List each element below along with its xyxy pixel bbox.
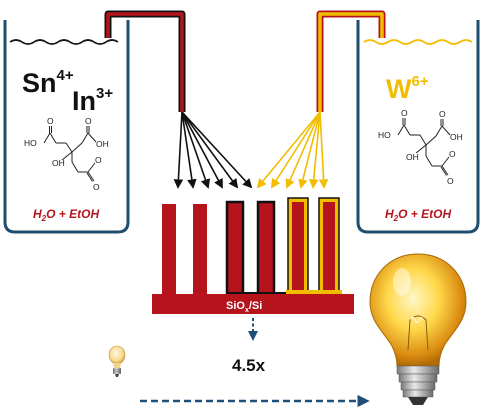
spray-arrow [181,111,211,189]
chem-label-o3-right: O [449,149,456,159]
ion-sn: Sn4+ [22,67,74,98]
spray-arrow [181,111,239,189]
solvent-label-right: H2O + EtOH [385,207,451,223]
coated-pillar [256,200,276,298]
chem-label-o3-left: O [95,155,102,165]
spray-arrow [181,111,197,189]
citric-acid-structure-right [397,118,451,176]
spray-arrows-left [173,111,253,189]
spray-arrow [181,111,223,189]
chem-label-oh-bottom-right: OH [406,152,419,162]
pillar [193,204,207,296]
chem-label-o4-left: O [93,182,100,192]
coated-pillar-inner [323,202,335,296]
left-liquid-surface [9,39,119,45]
ion-w: W6+ [386,73,429,104]
chem-label-oh-right-left: OH [96,139,109,149]
small-light-bulb-icon [108,345,126,377]
left-tube [104,10,186,112]
chem-label-ho-right: HO [378,130,391,140]
chem-label-o4-right: O [447,176,454,186]
right-tube [316,10,386,112]
left-beaker: Sn4+ In3+ HO O O OH [3,20,130,234]
substrate-structure: SiOx/Si [152,197,354,314]
chem-label-o2-left: O [85,116,92,126]
enhancement-factor: 4.5x [232,356,266,375]
large-light-bulb-icon [364,251,472,405]
right-liquid-surface [363,39,473,45]
substrate-label: SiOx/Si [226,300,262,314]
solvent-label-left: H2O + EtOH [33,207,99,223]
spray-arrow [173,111,184,189]
left-beaker-body [3,20,130,234]
pillar [162,204,176,296]
spray-arrow [181,111,253,189]
chem-label-oh-bottom-left: OH [52,158,65,168]
spray-arrow [256,111,321,189]
chem-label-oh-right-right: OH [450,132,463,142]
coated-pillar-inner [292,202,304,296]
right-beaker-body [356,20,480,234]
coating-layer-yellow [286,290,342,294]
ion-in: In3+ [72,85,113,116]
chem-label-ho-left: HO [24,138,37,148]
chem-label-o1-right: O [401,108,408,118]
substrate-base [152,294,354,314]
spray-arrow [270,111,321,189]
right-beaker: W6+ HO O O OH OH O O [356,20,480,234]
spray-arrows-right [256,111,329,189]
spray-arrow [318,111,329,189]
spray-arrow [298,111,321,189]
spray-arrow [308,111,321,189]
chem-label-o2-right: O [439,109,446,119]
chem-label-o1-left: O [47,116,54,126]
coated-pillar [225,200,245,298]
citric-acid-structure-left [43,126,97,182]
spray-arrow [285,111,321,189]
